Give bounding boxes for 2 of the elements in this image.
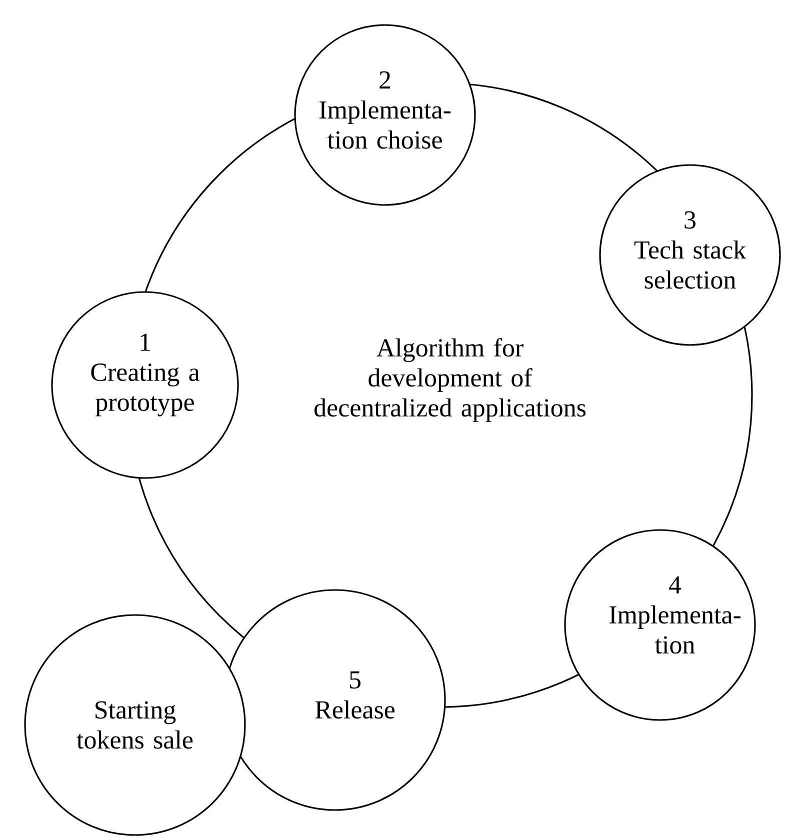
node-label: Tech stack selection [634,240,746,289]
node-label: 3 [684,211,696,229]
